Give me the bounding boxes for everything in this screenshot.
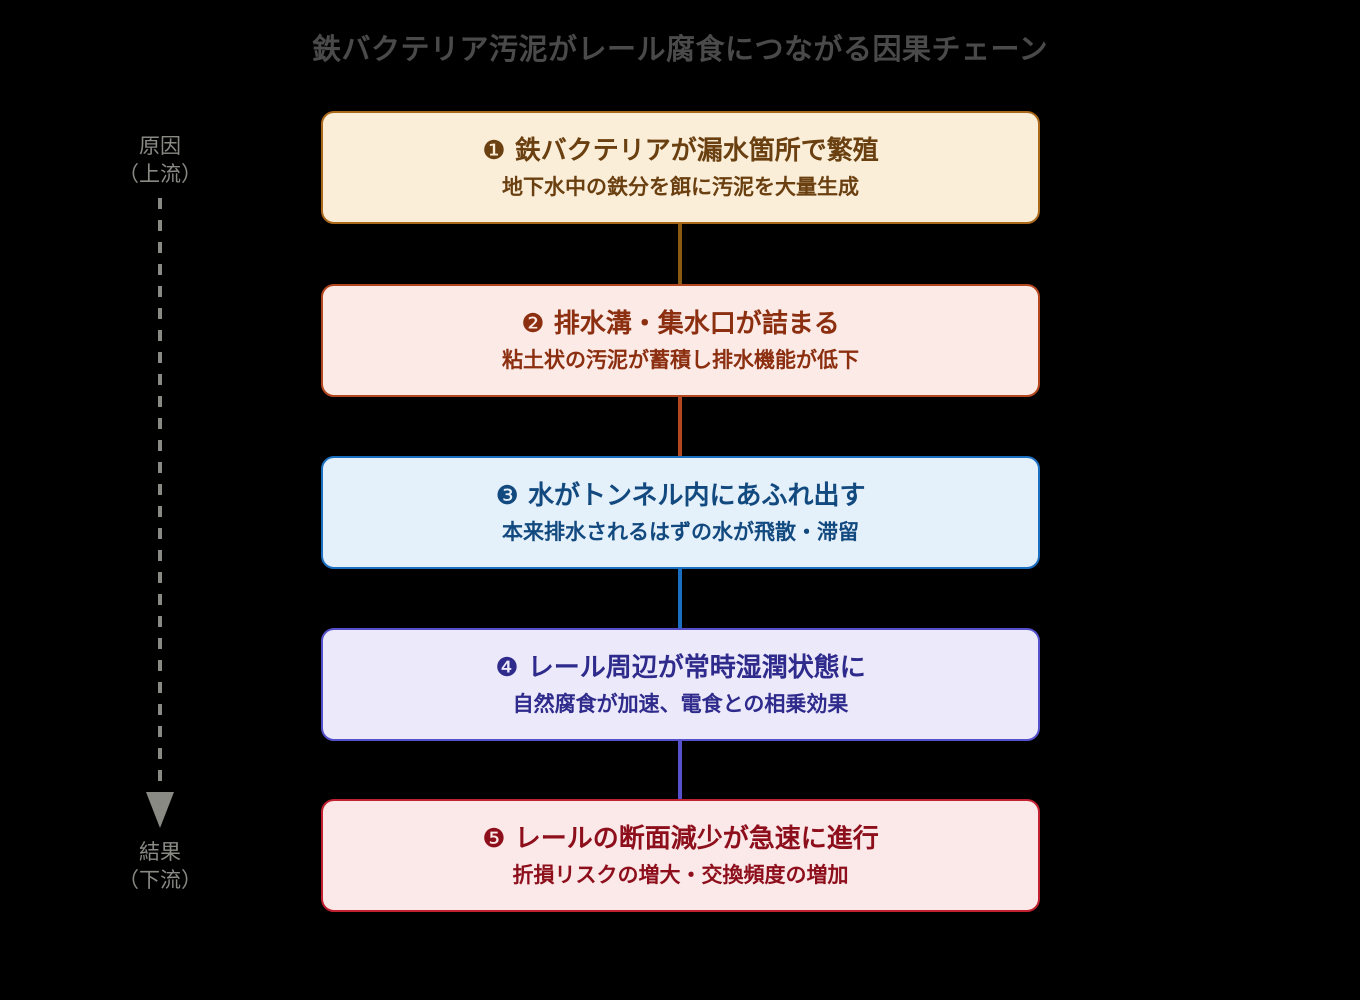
axis-label-cause-line1: 原因 <box>139 135 181 158</box>
flow-step-4-title: ❹ レール周辺が常時湿潤状態に <box>495 652 866 683</box>
flow-step-3[interactable]: ❸ 水がトンネル内にあふれ出す 本来排水されるはずの水が飛散・滞留 <box>321 456 1040 569</box>
flow-step-2-badge: ❷ <box>521 307 545 338</box>
axis-label-cause-line2: （上流） <box>118 163 202 187</box>
page-title: 鉄バクテリア汚泥がレール腐食につながる因果チェーン <box>311 34 1049 66</box>
connector-1-to-2 <box>678 224 682 284</box>
axis-label-effect-line2: （下流） <box>118 869 202 893</box>
flow-step-3-title: ❸ 水がトンネル内にあふれ出す <box>495 480 865 511</box>
flow-step-4[interactable]: ❹ レール周辺が常時湿潤状態に 自然腐食が加速、電食との相乗効果 <box>321 628 1040 741</box>
connector-4-to-5 <box>678 741 682 801</box>
flow-step-3-subtitle: 本来排水されるはずの水が飛散・滞留 <box>502 521 859 544</box>
flow-step-5-title-text: レールの断面減少が急速に進行 <box>514 822 879 853</box>
flow-step-1-title: ❶ 鉄バクテリアが漏水箇所で繁殖 <box>482 135 879 166</box>
flow-step-2-title: ❷ 排水溝・集水口が詰まる <box>521 308 840 339</box>
flow-step-4-title-text: レール周辺が常時湿潤状態に <box>527 651 866 682</box>
flow-step-5-title: ❺ レールの断面減少が急速に進行 <box>482 823 879 854</box>
flow-step-1-badge: ❶ <box>482 134 506 165</box>
flow-step-4-subtitle: 自然腐食が加速、電食との相乗効果 <box>512 693 849 716</box>
axis-label-effect: 結果 （下流） <box>80 839 240 895</box>
flow-step-1-title-text: 鉄バクテリアが漏水箇所で繁殖 <box>514 134 879 165</box>
axis-label-effect-line1: 結果 <box>139 841 181 864</box>
flow-step-1-subtitle: 地下水中の鉄分を餌に汚泥を大量生成 <box>502 176 859 199</box>
flow-step-2-subtitle: 粘土状の汚泥が蓄積し排水機能が低下 <box>502 349 859 372</box>
flow-step-4-badge: ❹ <box>495 651 519 682</box>
flow-step-2-title-text: 排水溝・集水口が詰まる <box>553 307 840 338</box>
flow-step-5[interactable]: ❺ レールの断面減少が急速に進行 折損リスクの増大・交換頻度の増加 <box>321 799 1040 912</box>
axis-label-cause: 原因 （上流） <box>80 133 240 189</box>
flow-step-1[interactable]: ❶ 鉄バクテリアが漏水箇所で繁殖 地下水中の鉄分を餌に汚泥を大量生成 <box>321 111 1040 224</box>
flow-step-3-title-text: 水がトンネル内にあふれ出す <box>528 479 866 510</box>
connector-2-to-3 <box>678 397 682 457</box>
flow-step-3-badge: ❸ <box>495 479 519 510</box>
flow-step-5-badge: ❺ <box>482 822 506 853</box>
flow-step-2[interactable]: ❷ 排水溝・集水口が詰まる 粘土状の汚泥が蓄積し排水機能が低下 <box>321 284 1040 397</box>
connector-3-to-4 <box>678 569 682 629</box>
flow-step-5-subtitle: 折損リスクの増大・交換頻度の増加 <box>512 864 849 887</box>
down-arrow-icon <box>146 198 174 828</box>
